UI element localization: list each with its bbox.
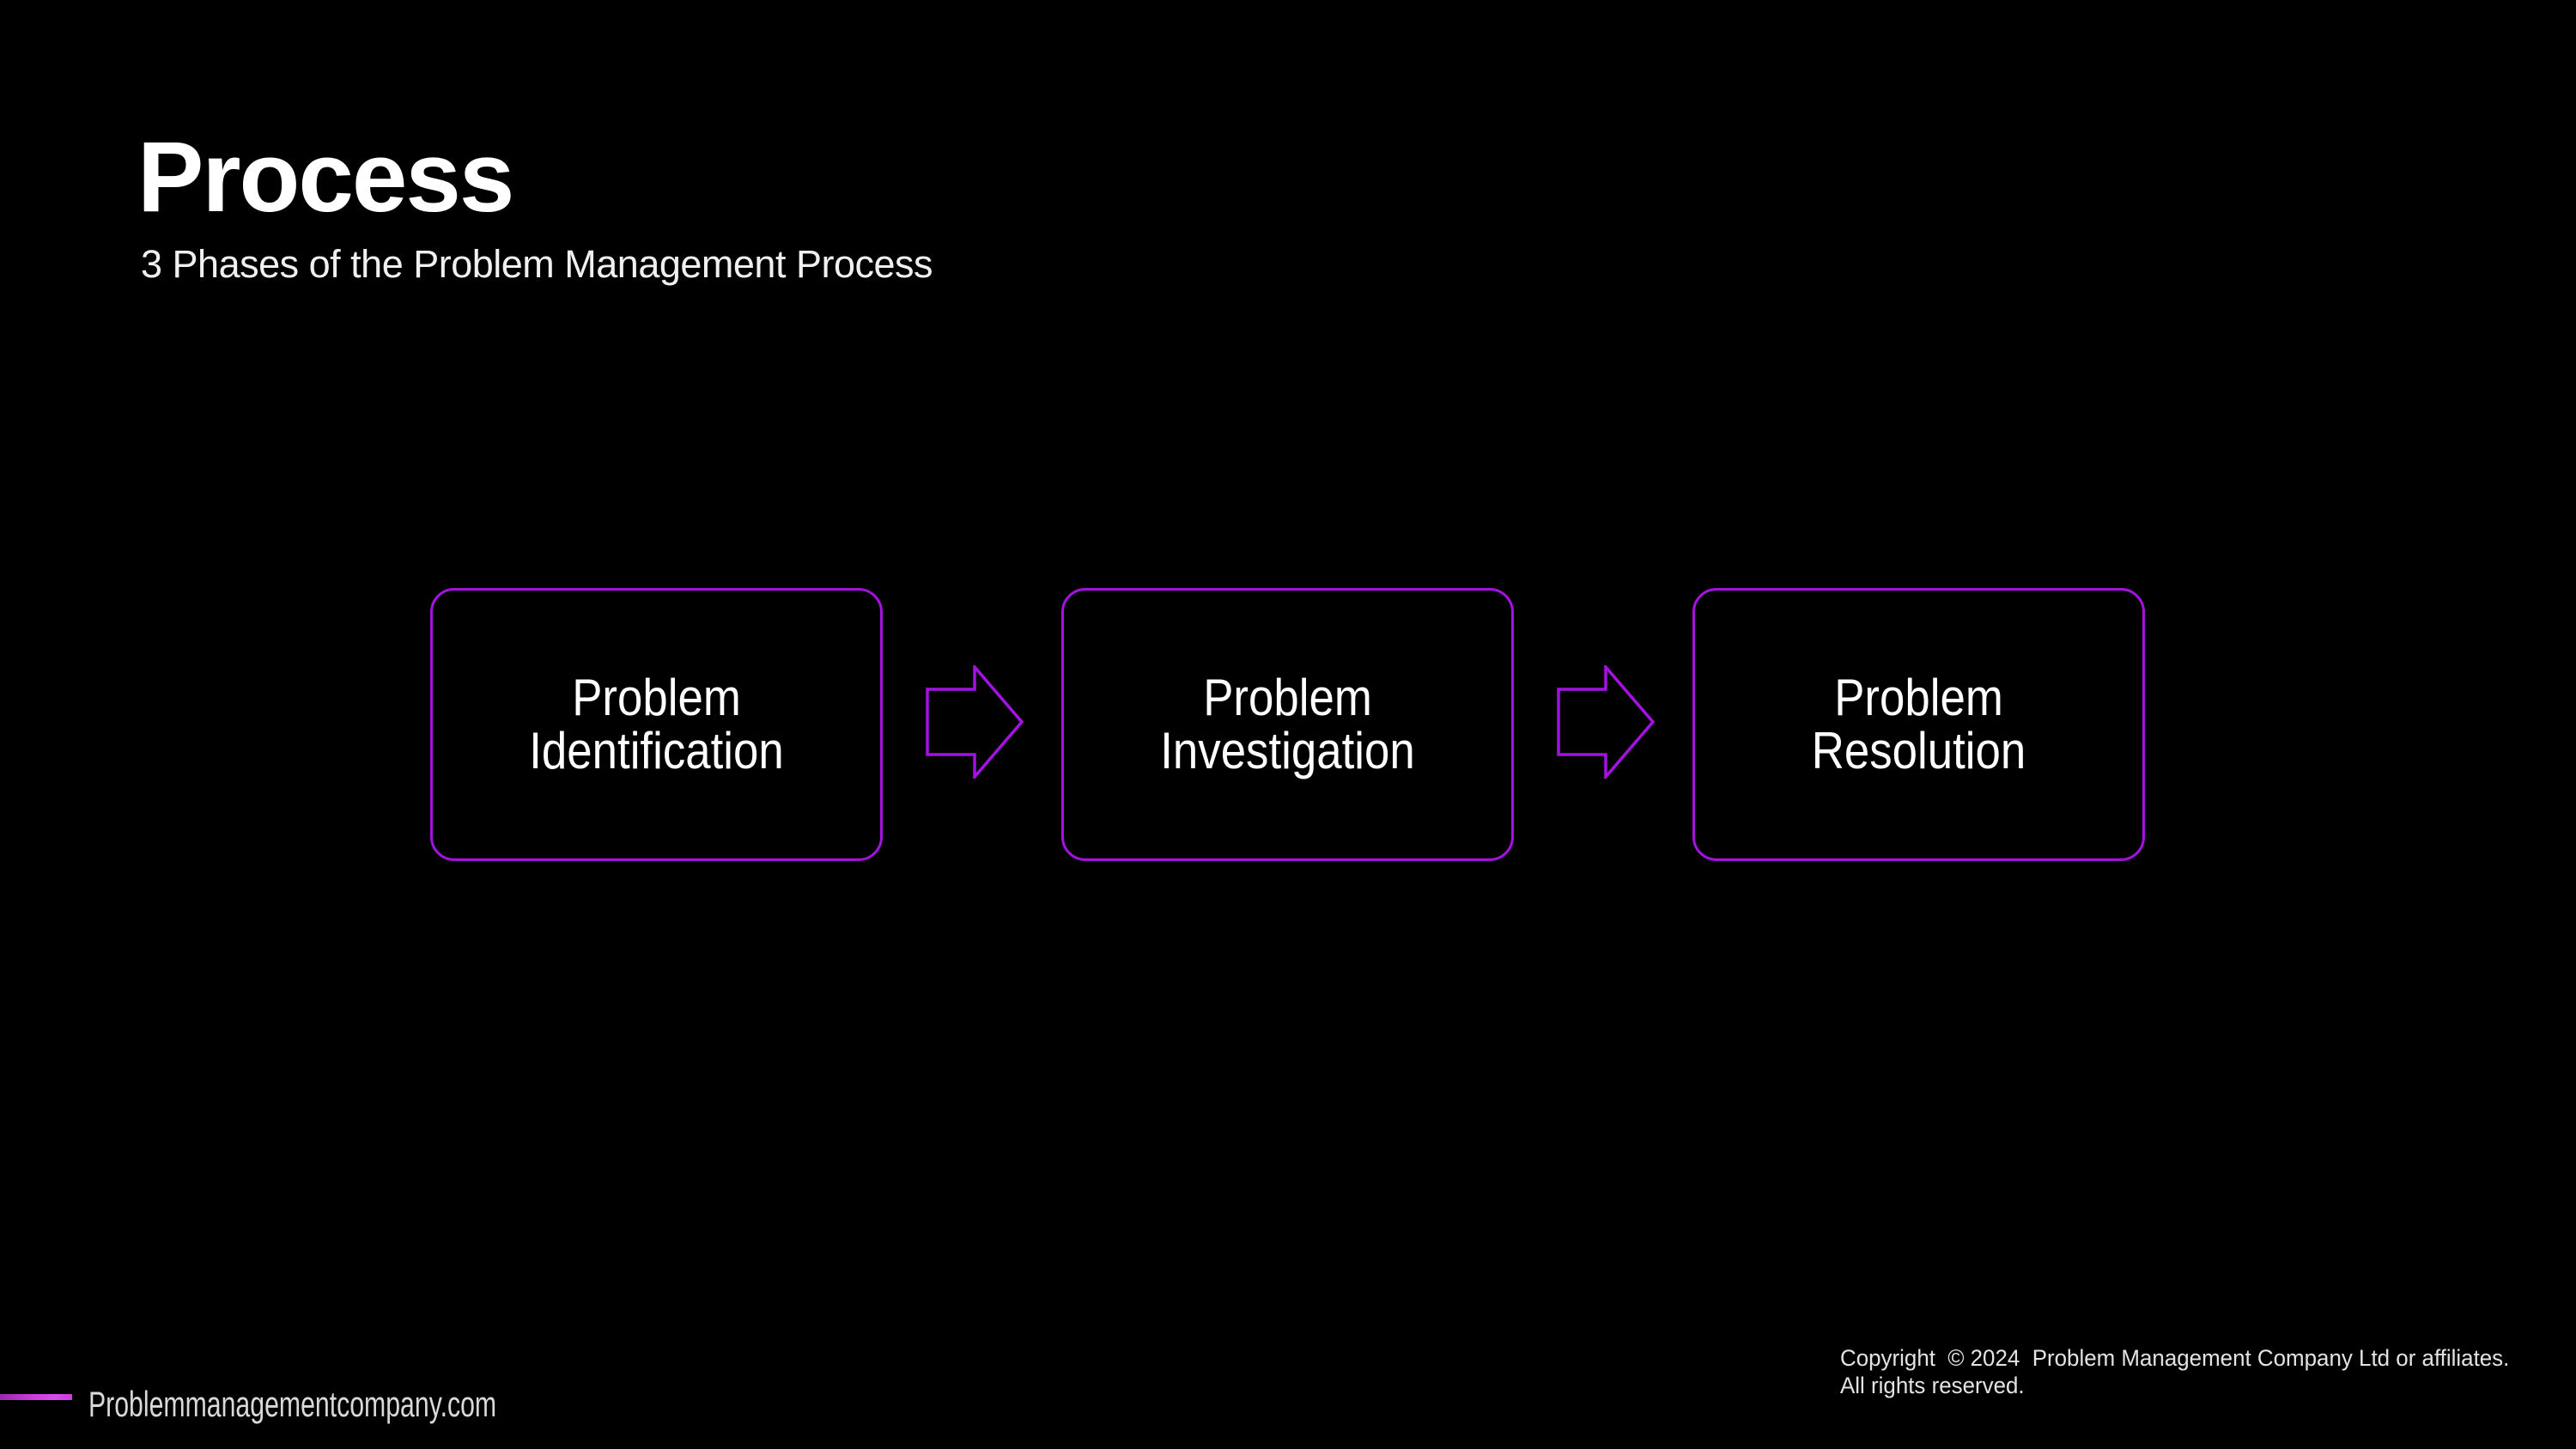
flow-step-problem-investigation: Problem Investigation [1061,588,1514,861]
flow-step-label: Problem Identification [529,669,784,779]
footer-accent-line [0,1394,72,1400]
flow-step-problem-resolution: Problem Resolution [1692,588,2145,861]
flow-arrow-right-icon [1557,665,1655,779]
slide-subtitle: 3 Phases of the Problem Management Proce… [141,242,933,286]
footer-copyright-line2: All rights reserved. [1840,1373,2025,1398]
footer-copyright-line1: Copyright © 2024 Problem Management Comp… [1840,1345,2510,1371]
flow-step-label: Problem Investigation [1160,669,1415,779]
footer-copyright: Copyright © 2024 Problem Management Comp… [1840,1344,2509,1399]
flow-step-label: Problem Resolution [1811,669,2026,779]
flow-arrow-right-icon [926,665,1024,779]
slide-title: Process [137,121,514,233]
flow-step-problem-identification: Problem Identification [430,588,883,861]
footer-website-text: Problemmanagementcompany.com [88,1384,497,1424]
